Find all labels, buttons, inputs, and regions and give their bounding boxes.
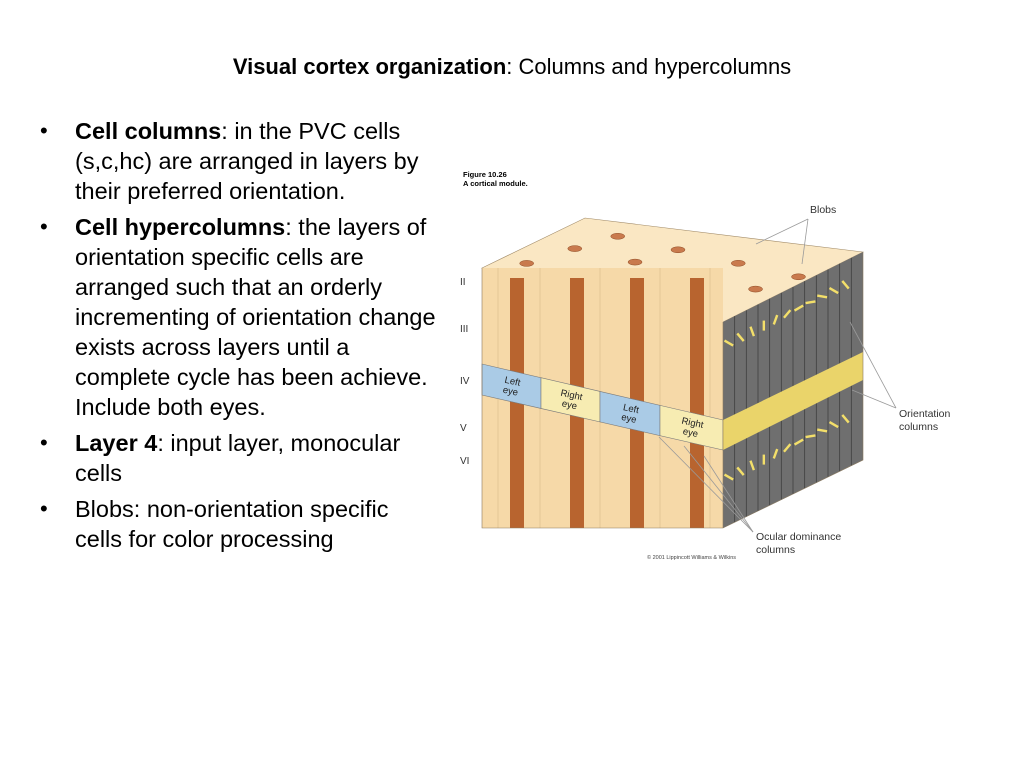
orientation-tick bbox=[749, 460, 756, 471]
bullet-bold: Cell columns bbox=[75, 118, 222, 144]
bullet-bold: Cell hypercolumns bbox=[75, 214, 286, 240]
orientation-tick bbox=[817, 294, 828, 299]
blob bbox=[670, 246, 686, 254]
orientation-label-2: columns bbox=[899, 421, 938, 433]
orientation-tick bbox=[805, 434, 816, 439]
blobs-label: Blobs bbox=[810, 204, 836, 216]
copyright-text: © 2001 Lippincott Williams & Wilkins bbox=[647, 554, 736, 561]
orientation-ticks bbox=[723, 280, 850, 481]
bullet-text: Blobs: non-orientation specific cells fo… bbox=[75, 496, 389, 552]
layer-label-iv: IV bbox=[460, 376, 470, 387]
layer-label-v: V bbox=[460, 423, 467, 434]
bullet-item: • Blobs: non-orientation specific cells f… bbox=[40, 494, 440, 554]
bullet-dot: • bbox=[40, 496, 48, 521]
orientation-tick bbox=[772, 448, 779, 459]
figure-number: Figure 10.26 bbox=[463, 170, 507, 179]
bullet-text: : in the PVC cells (s,c,hc) are arranged… bbox=[75, 118, 419, 204]
ocular-label-2: columns bbox=[756, 544, 795, 556]
bullet-dot: • bbox=[40, 430, 48, 455]
ocular-label-1: Ocular dominance bbox=[756, 531, 841, 543]
blob bbox=[731, 260, 746, 267]
blob bbox=[627, 258, 643, 266]
orientation-tick bbox=[736, 332, 745, 342]
orientation-tick bbox=[783, 309, 792, 319]
bullet-text: : the layers of orientation specific cel… bbox=[75, 214, 436, 420]
title-bold: Visual cortex organization bbox=[232, 54, 507, 79]
blob bbox=[567, 245, 583, 252]
blob bbox=[610, 233, 625, 240]
orientation-tick bbox=[793, 438, 804, 446]
band-label: eye bbox=[561, 398, 578, 412]
blob bbox=[791, 273, 806, 281]
layer-label-iii: III bbox=[460, 324, 468, 335]
layer-label-ii: II bbox=[460, 277, 466, 288]
orientation-tick bbox=[828, 287, 839, 295]
orientation-tick bbox=[817, 428, 828, 433]
bullet-dot: • bbox=[40, 214, 48, 239]
orientation-tick bbox=[805, 300, 816, 305]
bullet-text: : input layer, monocular cells bbox=[75, 430, 401, 486]
orientation-label-1: Orientation bbox=[899, 408, 951, 420]
orientation-tick bbox=[736, 466, 745, 476]
bullet-item: • Cell columns: in the PVC cells (s,c,hc)… bbox=[40, 116, 440, 206]
blob bbox=[519, 260, 534, 267]
orientation-tick bbox=[762, 320, 766, 331]
band-label: eye bbox=[620, 412, 637, 426]
orientation-tick bbox=[841, 280, 850, 290]
title-rest: : Columns and hypercolumns bbox=[506, 54, 792, 79]
callout-lines bbox=[658, 218, 897, 533]
front-stripe bbox=[690, 278, 704, 528]
orientation-tick bbox=[762, 454, 766, 465]
layer-label-vi: VI bbox=[460, 456, 469, 467]
bullet-bold: Layer 4 bbox=[75, 430, 158, 456]
side-band bbox=[723, 352, 863, 450]
figure-caption: A cortical module. bbox=[463, 179, 528, 188]
band-label: Right bbox=[559, 388, 583, 403]
bullet-list: • Cell columns: in the PVC cells (s,c,hc)… bbox=[40, 116, 440, 560]
band-label: Left bbox=[622, 402, 640, 416]
orientation-tick bbox=[828, 421, 839, 429]
band-label: eye bbox=[502, 385, 519, 399]
band-label: Left bbox=[504, 375, 522, 389]
band-label: Right bbox=[680, 416, 704, 431]
orientation-tick bbox=[723, 339, 734, 347]
orientation-tick bbox=[793, 304, 804, 312]
orientation-tick bbox=[783, 443, 792, 453]
bullet-item: • Cell hypercolumns: the layers of orient… bbox=[40, 212, 440, 422]
bullet-item: • Layer 4: input layer, monocular cells bbox=[40, 428, 440, 488]
bullet-dot: • bbox=[40, 118, 48, 143]
orientation-tick bbox=[749, 326, 756, 337]
orientation-tick bbox=[772, 314, 779, 325]
orientation-tick bbox=[841, 414, 850, 424]
orientation-tick bbox=[723, 473, 734, 481]
blob bbox=[748, 285, 763, 293]
band-label: eye bbox=[682, 426, 699, 440]
slide-title: Visual cortex organization: Columns and … bbox=[0, 52, 1024, 82]
